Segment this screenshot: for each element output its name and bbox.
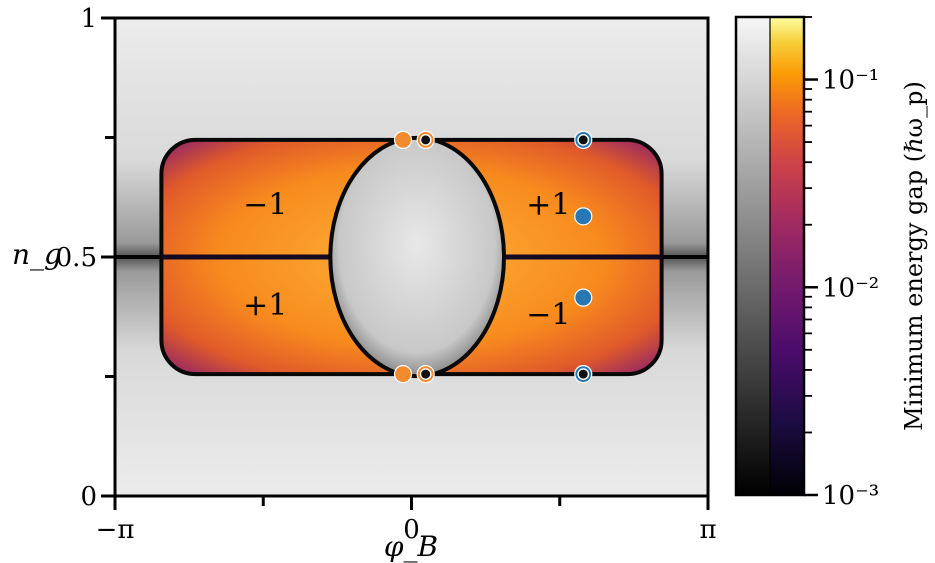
central-gap-island bbox=[328, 135, 506, 379]
y-tick-label: 0 bbox=[80, 482, 97, 512]
region-label: −1 bbox=[526, 297, 570, 332]
region-label: +1 bbox=[526, 187, 570, 222]
colorbar-ticks: 10⁻³ 10⁻² 10⁻¹ bbox=[804, 16, 879, 511]
y-axis: 00.51 bbox=[56, 4, 115, 512]
y-tick-label: 1 bbox=[80, 4, 97, 34]
open-marker-center bbox=[577, 133, 590, 146]
colorbar-inferno-strip bbox=[770, 17, 804, 495]
x-axis-label: φ_B bbox=[384, 530, 438, 563]
filled-marker bbox=[393, 365, 413, 384]
colorbar-tick-label: 10⁻³ bbox=[822, 481, 879, 511]
y-tick-label: 0.5 bbox=[56, 243, 97, 273]
x-tick-label: 0 bbox=[403, 515, 420, 545]
colorbar-gray-strip bbox=[736, 17, 770, 495]
filled-marker bbox=[393, 130, 413, 149]
colorbar-label: Minimum energy gap (ℏω_p) bbox=[900, 81, 928, 431]
data-markers bbox=[393, 130, 593, 384]
filled-marker bbox=[574, 288, 593, 307]
region-label: −1 bbox=[243, 187, 287, 222]
open-marker-center bbox=[419, 133, 432, 146]
filled-marker bbox=[574, 207, 593, 226]
colorbar: 10⁻³ 10⁻² 10⁻¹ Minimum energy gap (ℏω_p) bbox=[734, 15, 928, 511]
heatmap-image bbox=[115, 18, 708, 496]
x-tick-label: −π bbox=[96, 515, 135, 545]
open-marker-center bbox=[577, 368, 590, 381]
open-marker-center bbox=[419, 368, 432, 381]
region-label: +1 bbox=[243, 288, 287, 323]
x-tick-label: π bbox=[699, 515, 716, 545]
x-axis: −π 0 π bbox=[96, 496, 717, 545]
colorbar-tick-label: 10⁻² bbox=[822, 273, 879, 303]
colorbar-tick-label: 10⁻¹ bbox=[822, 66, 879, 96]
region-labels: −1 +1 +1 −1 bbox=[243, 187, 570, 332]
y-axis-label: n_g bbox=[12, 238, 62, 271]
topological-lobes bbox=[159, 135, 664, 379]
